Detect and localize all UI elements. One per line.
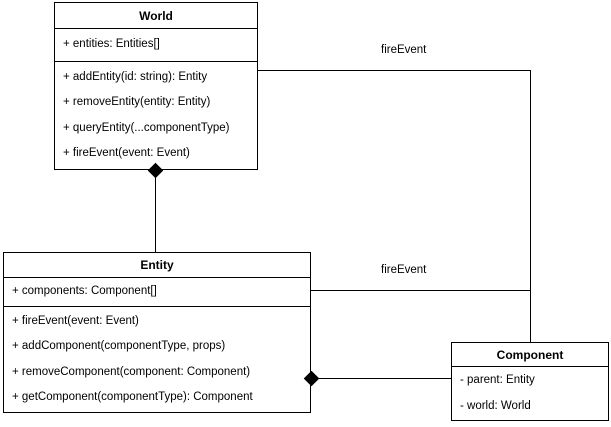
class-member: + queryEntity(...componentType) xyxy=(63,121,230,134)
class-title-entity: Entity xyxy=(4,253,310,278)
class-member: + addEntity(id: string): Entity xyxy=(63,71,208,84)
class-member: + fireEvent(event: Event) xyxy=(12,315,139,328)
class-member: - world: World xyxy=(460,399,531,412)
class-member: - parent: Entity xyxy=(460,374,535,387)
edge-label-fireevent-entity: fireEvent xyxy=(378,264,430,276)
class-attributes-entity: + components: Component[] xyxy=(4,278,310,307)
edge-world-entity-composition-line xyxy=(155,170,156,253)
edge-label-fireevent-world: fireEvent xyxy=(378,44,430,56)
class-member: + removeComponent(component: Component) xyxy=(12,365,251,378)
class-title-world: World xyxy=(55,3,257,29)
class-member: + components: Component[] xyxy=(12,285,157,298)
class-member: + addComponent(componentType, props) xyxy=(12,340,226,353)
edge-entity-component-composition-line xyxy=(311,378,452,379)
class-member: + fireEvent(event: Event) xyxy=(63,146,190,159)
class-operations-world: + addEntity(id: string): Entity + remove… xyxy=(55,62,257,169)
class-operations-entity: + fireEvent(event: Event) + addComponent… xyxy=(4,307,310,412)
class-member: + removeEntity(entity: Entity) xyxy=(63,96,211,109)
class-attributes-world: + entities: Entities[] xyxy=(55,29,257,62)
class-box-world[interactable]: World + entities: Entities[] + addEntity… xyxy=(54,2,258,170)
edge-world-component-horizontal-line xyxy=(257,70,531,71)
edge-entity-component-horizontal-line xyxy=(310,290,531,291)
class-title-component: Component xyxy=(452,343,608,367)
class-box-entity[interactable]: Entity + components: Component[] + fireE… xyxy=(3,252,311,413)
class-attributes-component: - parent: Entity - world: World xyxy=(452,367,608,420)
class-member: + getComponent(componentType): Component xyxy=(12,390,253,403)
class-member: + entities: Entities[] xyxy=(63,38,160,51)
edge-world-component-vertical-line xyxy=(530,70,531,343)
class-box-component[interactable]: Component - parent: Entity - world: Worl… xyxy=(451,342,609,421)
